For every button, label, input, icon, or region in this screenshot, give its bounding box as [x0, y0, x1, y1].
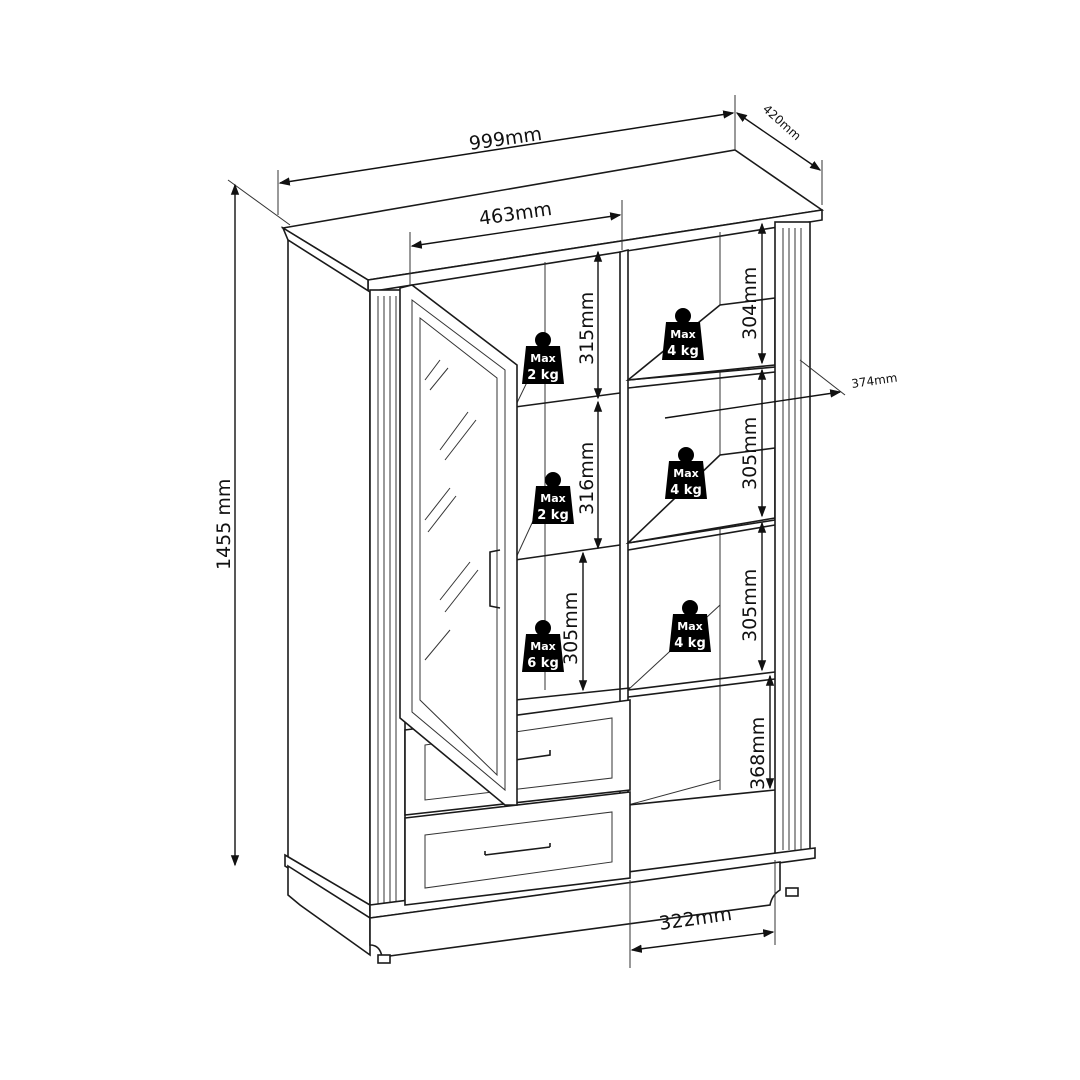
weight-badges: Max 2 kg Max 2 kg Max 6 kg Max 4 kg Max 4 kg Max 4 …: [522, 308, 711, 672]
right-gap-2-label: 305mm: [739, 417, 761, 490]
left-shelves: [514, 344, 631, 701]
dimension-lines: [227, 95, 846, 968]
weight-icon: [532, 486, 574, 524]
weight-icon: [522, 634, 564, 672]
weight-icon: [522, 346, 564, 384]
weight-icon-ring: [545, 472, 561, 488]
shelf-depth-label: 374mm: [850, 371, 898, 391]
drawer-lower[interactable]: [404, 791, 631, 906]
weight-icon-ring: [678, 447, 694, 463]
right-gap-4-label: 368mm: [747, 717, 769, 790]
weight-label: Max: [670, 328, 695, 341]
right-pilaster: [774, 221, 811, 855]
weight-value: 6 kg: [527, 656, 559, 671]
weight-icon-ring: [535, 620, 551, 636]
width-label: 999mm: [468, 123, 544, 155]
weight-label: Max: [530, 352, 555, 365]
weight-value: 4 kg: [667, 344, 699, 359]
weight-badge: Max 4 kg: [662, 308, 704, 360]
glass-door[interactable]: [399, 284, 518, 806]
glass-reflection: [424, 359, 479, 661]
left-side-panel: [287, 238, 371, 914]
weight-badge: Max 6 kg: [522, 620, 564, 672]
weight-label: Max: [540, 492, 565, 505]
weight-icon-ring: [682, 600, 698, 616]
weight-label: Max: [530, 640, 555, 653]
weight-icon: [662, 322, 704, 360]
left-gap-2-label: 316mm: [576, 442, 598, 515]
weight-label: Max: [673, 467, 698, 480]
weight-label: Max: [677, 620, 702, 633]
weight-icon-ring: [675, 308, 691, 324]
right-gap-3-label: 305mm: [739, 569, 761, 642]
weight-badge: Max 2 kg: [522, 332, 564, 384]
weight-badge: Max 4 kg: [665, 447, 707, 499]
left-gap-3-label: 305mm: [560, 592, 582, 665]
weight-icon: [665, 461, 707, 499]
door-handle[interactable]: [489, 549, 501, 609]
weight-value: 4 kg: [674, 636, 706, 651]
weight-value: 2 kg: [527, 368, 559, 383]
depth-label: 420mm: [760, 102, 804, 143]
weight-value: 4 kg: [670, 483, 702, 498]
left-gap-1-label: 315mm: [576, 292, 598, 365]
height-label: 1455 mm: [213, 479, 235, 570]
weight-badge: Max 4 kg: [669, 600, 711, 652]
left-side-plinth: [287, 864, 371, 957]
right-gap-1-label: 304mm: [739, 267, 761, 340]
weight-icon: [669, 614, 711, 652]
weight-badge: Max 2 kg: [532, 472, 574, 524]
weight-value: 2 kg: [537, 508, 569, 523]
weight-icon-ring: [535, 332, 551, 348]
